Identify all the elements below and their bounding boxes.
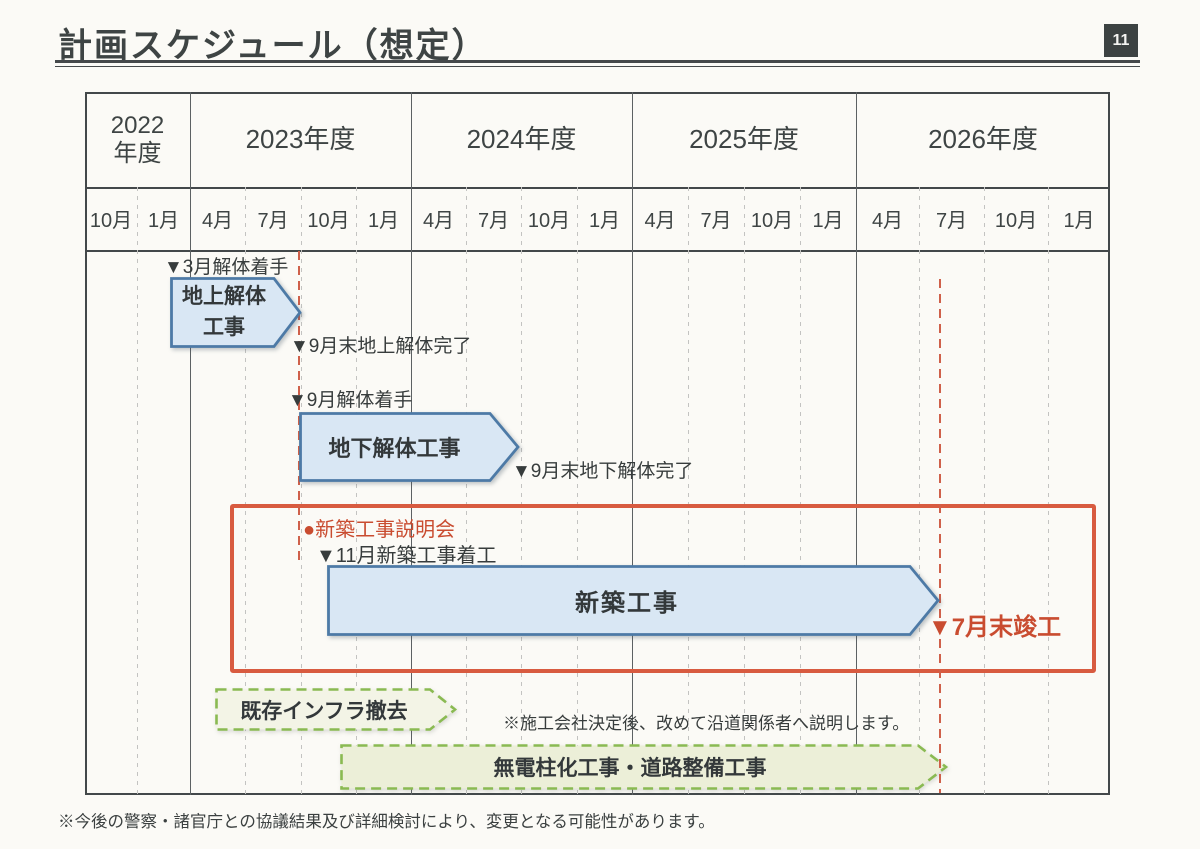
road-works-label: 無電柱化工事・道路整備工事 — [493, 757, 767, 780]
month-header: 4月 — [644, 209, 676, 232]
milestone-dashed-line-jul2026 — [939, 279, 941, 793]
month-header: 10月 — [89, 209, 133, 232]
month-separator-line — [85, 250, 1110, 252]
month-gridline — [800, 187, 801, 795]
footnote: ※今後の警察・諸官庁との協議結果及び詳細検討により、変更となる可能性があります。 — [58, 813, 715, 831]
below-ground-demolition-label: 地下解体工事 — [328, 436, 461, 461]
above-ground-demolition-label: 地上解体工事 — [182, 285, 266, 339]
infra-removal-label: 既存インフラ撤去 — [240, 699, 408, 723]
month-header: 7月 — [935, 209, 968, 232]
month-gridline — [984, 187, 985, 795]
year-header-2023: 2023年度 — [245, 124, 356, 155]
below-ground-demolition-bar: 地下解体工事 — [299, 412, 520, 482]
month-gridline — [577, 187, 578, 795]
road-works-bar: 無電柱化工事・道路整備工事 — [340, 744, 949, 790]
month-header: 1月 — [812, 209, 844, 232]
month-gridline — [245, 187, 246, 795]
milestone-new-construction-start: ▼11月新築工事着工 — [316, 545, 497, 567]
above-ground-demolition-bar: 地上解体工事 — [170, 277, 302, 348]
title-underline — [55, 60, 1140, 67]
dashed-arrow-shape — [340, 744, 949, 790]
year-header-2024: 2024年度 — [466, 124, 577, 155]
year-header-2022: 2022 年度 — [110, 112, 165, 167]
milestone-above-ground-complete: ▼9月末地上解体完了 — [290, 336, 472, 357]
month-header: 1月 — [147, 209, 180, 232]
milestone-demolition-start: ▼3月解体着手 — [164, 257, 289, 278]
month-header: 10月 — [994, 209, 1038, 232]
arrow-shape — [299, 412, 520, 482]
schedule-table-frame — [85, 92, 1110, 795]
month-gridline — [466, 187, 467, 795]
year-header-2026: 2026年度 — [928, 124, 1038, 155]
year-gridline — [856, 92, 857, 795]
month-header: 1月 — [1063, 209, 1095, 232]
year-gridline — [632, 92, 633, 795]
month-gridline — [301, 187, 302, 795]
month-header: 7月 — [257, 209, 289, 232]
month-header: 4月 — [871, 209, 904, 232]
month-gridline — [919, 187, 920, 795]
year-header-2025: 2025年度 — [689, 124, 799, 155]
infra-removal-bar: 既存インフラ撤去 — [215, 688, 458, 731]
year-gridline — [190, 92, 191, 795]
month-gridline — [688, 187, 689, 795]
month-header: 10月 — [527, 209, 571, 232]
month-gridline — [521, 187, 522, 795]
month-header: 7月 — [700, 209, 732, 232]
milestone-completion: ▼7月末竣工 — [928, 614, 1062, 641]
new-construction-bar: 新築工事 — [327, 565, 940, 636]
month-gridline — [356, 187, 357, 795]
arrow-shape — [327, 565, 940, 636]
month-gridline — [1048, 187, 1049, 795]
month-header: 4月 — [422, 209, 455, 232]
month-header: 7月 — [477, 209, 510, 232]
page-number-badge: 11 — [1104, 24, 1138, 57]
month-gridline — [137, 187, 138, 795]
page-title: 計画スケジュール（想定） — [58, 27, 488, 65]
milestone-dashed-line-sep2023 — [298, 251, 300, 563]
month-header: 1月 — [588, 209, 621, 232]
contractor-briefing-note: ※施工会社決定後、改めて沿道関係者へ説明します。 — [503, 714, 910, 733]
header-separator-line — [85, 187, 1110, 189]
new-construction-briefing-note: ●新築工事説明会 — [303, 519, 456, 541]
month-header: 1月 — [367, 209, 400, 232]
new-construction-label: 新築工事 — [575, 590, 679, 617]
milestone-below-ground-complete: ▼9月末地下解体完了 — [512, 461, 694, 482]
month-header: 10月 — [750, 209, 794, 232]
arrow-shape — [170, 277, 302, 348]
month-gridline — [744, 187, 745, 795]
milestone-below-ground-start: ▼9月解体着手 — [288, 390, 413, 411]
month-header: 10月 — [307, 209, 350, 232]
new-construction-highlight-box — [230, 504, 1096, 673]
month-header: 4月 — [201, 209, 234, 232]
dashed-arrow-shape — [215, 688, 458, 731]
